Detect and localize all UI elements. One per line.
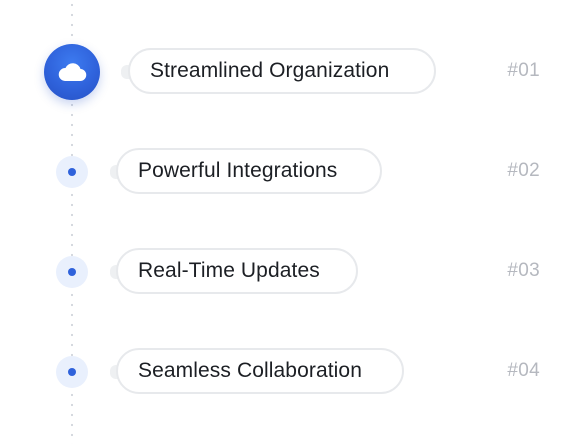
timeline-step-1[interactable]: Streamlined Organization #01 [0,42,584,102]
timeline-step-3[interactable]: Real-Time Updates #03 [0,242,584,302]
step-marker [56,356,88,388]
timeline-step-2[interactable]: Powerful Integrations #02 [0,142,584,202]
step-number: #03 [507,260,540,281]
step-number: #02 [507,160,540,181]
step-label: Streamlined Organization [128,48,436,94]
cloud-icon [58,63,87,82]
dot-icon [68,168,76,176]
step-marker [56,256,88,288]
timeline-rail [71,0,73,444]
pill-notch [121,65,131,79]
dot-icon [68,268,76,276]
dot-icon [68,368,76,376]
pill-notch [110,265,120,279]
step-label: Real-Time Updates [116,248,358,294]
pill-notch [110,365,120,379]
step-number: #04 [507,360,540,381]
step-label: Powerful Integrations [116,148,382,194]
timeline-step-4[interactable]: Seamless Collaboration #04 [0,342,584,402]
step-marker [56,156,88,188]
pill-notch [110,165,120,179]
step-number: #01 [507,60,540,81]
step-marker-active [44,44,100,100]
step-label: Seamless Collaboration [116,348,404,394]
